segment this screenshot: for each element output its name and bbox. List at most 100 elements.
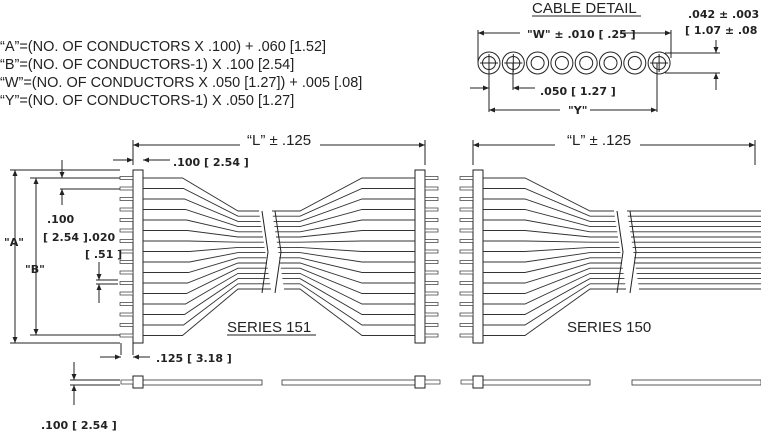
connector-pin: [459, 239, 474, 243]
ribbon-wire: [143, 230, 263, 238]
connector-pin: [119, 176, 134, 180]
ribbon-wire: [276, 240, 415, 243]
ribbon-wire: [283, 283, 415, 326]
connector-pin: [459, 302, 474, 306]
ribbon-wire: [143, 188, 260, 217]
connector-side-view: [472, 375, 484, 389]
connector-pin: [424, 239, 439, 243]
ribbon-wire: [483, 262, 622, 284]
connector-pin: [424, 323, 439, 327]
ribbon-wire: [483, 188, 615, 217]
pin-pitch-top: .100 [ 2.54 ]: [173, 156, 249, 169]
connector-pin: [119, 197, 134, 201]
ribbon-wire: [281, 272, 415, 305]
ribbon-wire: [273, 198, 415, 222]
connector-pin: [424, 207, 439, 212]
pin-side-view: [424, 379, 441, 385]
arrowhead: [478, 30, 484, 36]
arrowhead: [133, 354, 139, 360]
connector-pin: [459, 186, 474, 191]
y-dimension: "Y": [568, 104, 587, 117]
formula-b: “B”=(NO. OF CONDUCTORS-1) X .100 [2.54]: [0, 57, 294, 73]
connector-pin: [459, 312, 474, 317]
ribbon-wire: [143, 262, 267, 284]
connector-pin: [424, 186, 439, 191]
arrowhead: [127, 157, 133, 163]
conductor-inner: [603, 56, 618, 70]
cable-detail-title: CABLE DETAIL: [532, 0, 637, 17]
arrowhead: [33, 329, 39, 335]
cable-side-view: [281, 379, 416, 386]
arrowhead: [96, 284, 102, 290]
length-150: “L” ± .125: [567, 132, 631, 149]
conductor-inner: [627, 56, 642, 70]
ribbon-wire: [483, 230, 618, 238]
cable-side-view: [631, 379, 761, 386]
pin-side-view: [460, 379, 474, 385]
connector-pin: [459, 207, 474, 212]
connector-pin: [424, 270, 439, 275]
ribbon-wire: [483, 209, 617, 228]
cable-break-right: [274, 210, 282, 294]
ribbon-wire: [483, 278, 625, 315]
ribbon-wire: [483, 246, 620, 252]
ribbon-wire: [280, 267, 415, 294]
connector-pin: [459, 291, 474, 296]
series-151-label: SERIES 151: [227, 319, 311, 336]
connector-pin: [119, 333, 134, 338]
thickness-inch: .042 ± .003: [688, 8, 759, 21]
connector-pin: [424, 176, 439, 180]
connector-pin: [119, 312, 134, 317]
connector-pin: [119, 270, 134, 275]
ribbon-wire: [274, 209, 415, 228]
connector-pin: [119, 323, 134, 327]
side-height: .100 [ 2.54 ]: [41, 419, 117, 431]
ribbon-wire: [483, 252, 621, 263]
conductor-inner: [579, 56, 594, 70]
arrowhead: [483, 85, 489, 91]
connector-pin: [424, 260, 439, 264]
pitch-dimension: .050 [ 1.27 ]: [540, 85, 616, 98]
connector-pin: [119, 239, 134, 243]
ribbon-wire: [143, 272, 269, 305]
formula-w: “W”=(NO. OF CONDUCTORS X .050 [1.27]) + …: [0, 75, 362, 91]
cable-break-right: [629, 210, 637, 294]
ribbon-wire: [143, 246, 265, 252]
ribbon-wire: [272, 188, 415, 217]
arrowhead: [96, 274, 102, 280]
ribbon-wire: [143, 240, 264, 243]
connector-pin: [424, 333, 439, 338]
series150-connector: [472, 169, 484, 344]
arrowhead: [143, 157, 149, 163]
arrowhead: [133, 142, 139, 148]
connector-pin: [459, 228, 474, 233]
ribbon-wire: [143, 219, 263, 233]
arrowhead: [713, 47, 719, 53]
connector-pin: [459, 270, 474, 275]
connector-pin: [119, 281, 134, 285]
connector-pin: [424, 291, 439, 296]
w-dimension: "W" ± .010 [ .25 ]: [527, 28, 636, 41]
conductor-inner: [530, 56, 545, 70]
arrowhead: [71, 374, 77, 380]
cable-side-view: [482, 379, 591, 386]
pin-width-inch: .020: [88, 231, 115, 244]
connector-pin: [424, 312, 439, 317]
cable-break-left: [616, 210, 624, 294]
drawing-geometry: [10, 30, 761, 405]
connector-pin: [424, 249, 439, 254]
arrowhead: [59, 172, 65, 178]
ribbon-wire: [483, 219, 618, 233]
pin-width-mm: [ .51 ]: [85, 248, 122, 261]
ribbon-wire: [143, 177, 259, 212]
connector-pin: [424, 228, 439, 233]
ribbon-wire: [143, 283, 271, 326]
arrowhead: [12, 337, 18, 343]
ribbon-wire: [277, 246, 415, 252]
arrowhead: [33, 178, 39, 184]
connector-pin: [459, 176, 474, 180]
connector-pin: [459, 197, 474, 201]
ribbon-wire: [483, 198, 616, 222]
arrowhead: [115, 354, 121, 360]
arrowhead: [651, 107, 657, 113]
